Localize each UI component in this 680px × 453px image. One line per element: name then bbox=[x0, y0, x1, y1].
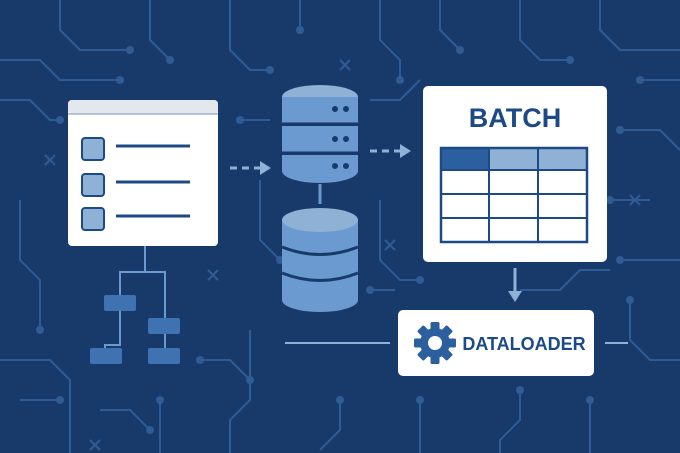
list-window bbox=[68, 100, 218, 246]
batch-title: BATCH bbox=[469, 103, 561, 133]
checkbox-icon bbox=[81, 207, 105, 231]
database-server-icon bbox=[282, 85, 358, 183]
down-arrow-icon bbox=[508, 268, 522, 302]
database-cylinder-icon bbox=[281, 208, 359, 312]
list-item bbox=[81, 137, 190, 161]
tree-node bbox=[104, 295, 136, 311]
dataloader-label: DATALOADER bbox=[462, 334, 585, 354]
tree-node bbox=[148, 348, 180, 364]
gear-icon bbox=[414, 322, 456, 364]
dashed-arrow-icon bbox=[230, 161, 271, 175]
batch-table bbox=[439, 146, 589, 244]
dashed-arrow-icon bbox=[370, 144, 411, 158]
list-item bbox=[81, 173, 190, 197]
dataloader-card: DATALOADER bbox=[398, 310, 594, 376]
checkbox-icon bbox=[81, 173, 105, 197]
tree-node bbox=[148, 318, 180, 334]
batch-card: BATCH bbox=[423, 86, 607, 262]
checkbox-icon bbox=[81, 137, 105, 161]
circuit-nodes bbox=[36, 26, 644, 434]
tree-hierarchy-icon bbox=[104, 246, 166, 350]
tree-node bbox=[90, 348, 122, 364]
list-item bbox=[81, 207, 190, 231]
circuit-crosses bbox=[44, 59, 641, 451]
